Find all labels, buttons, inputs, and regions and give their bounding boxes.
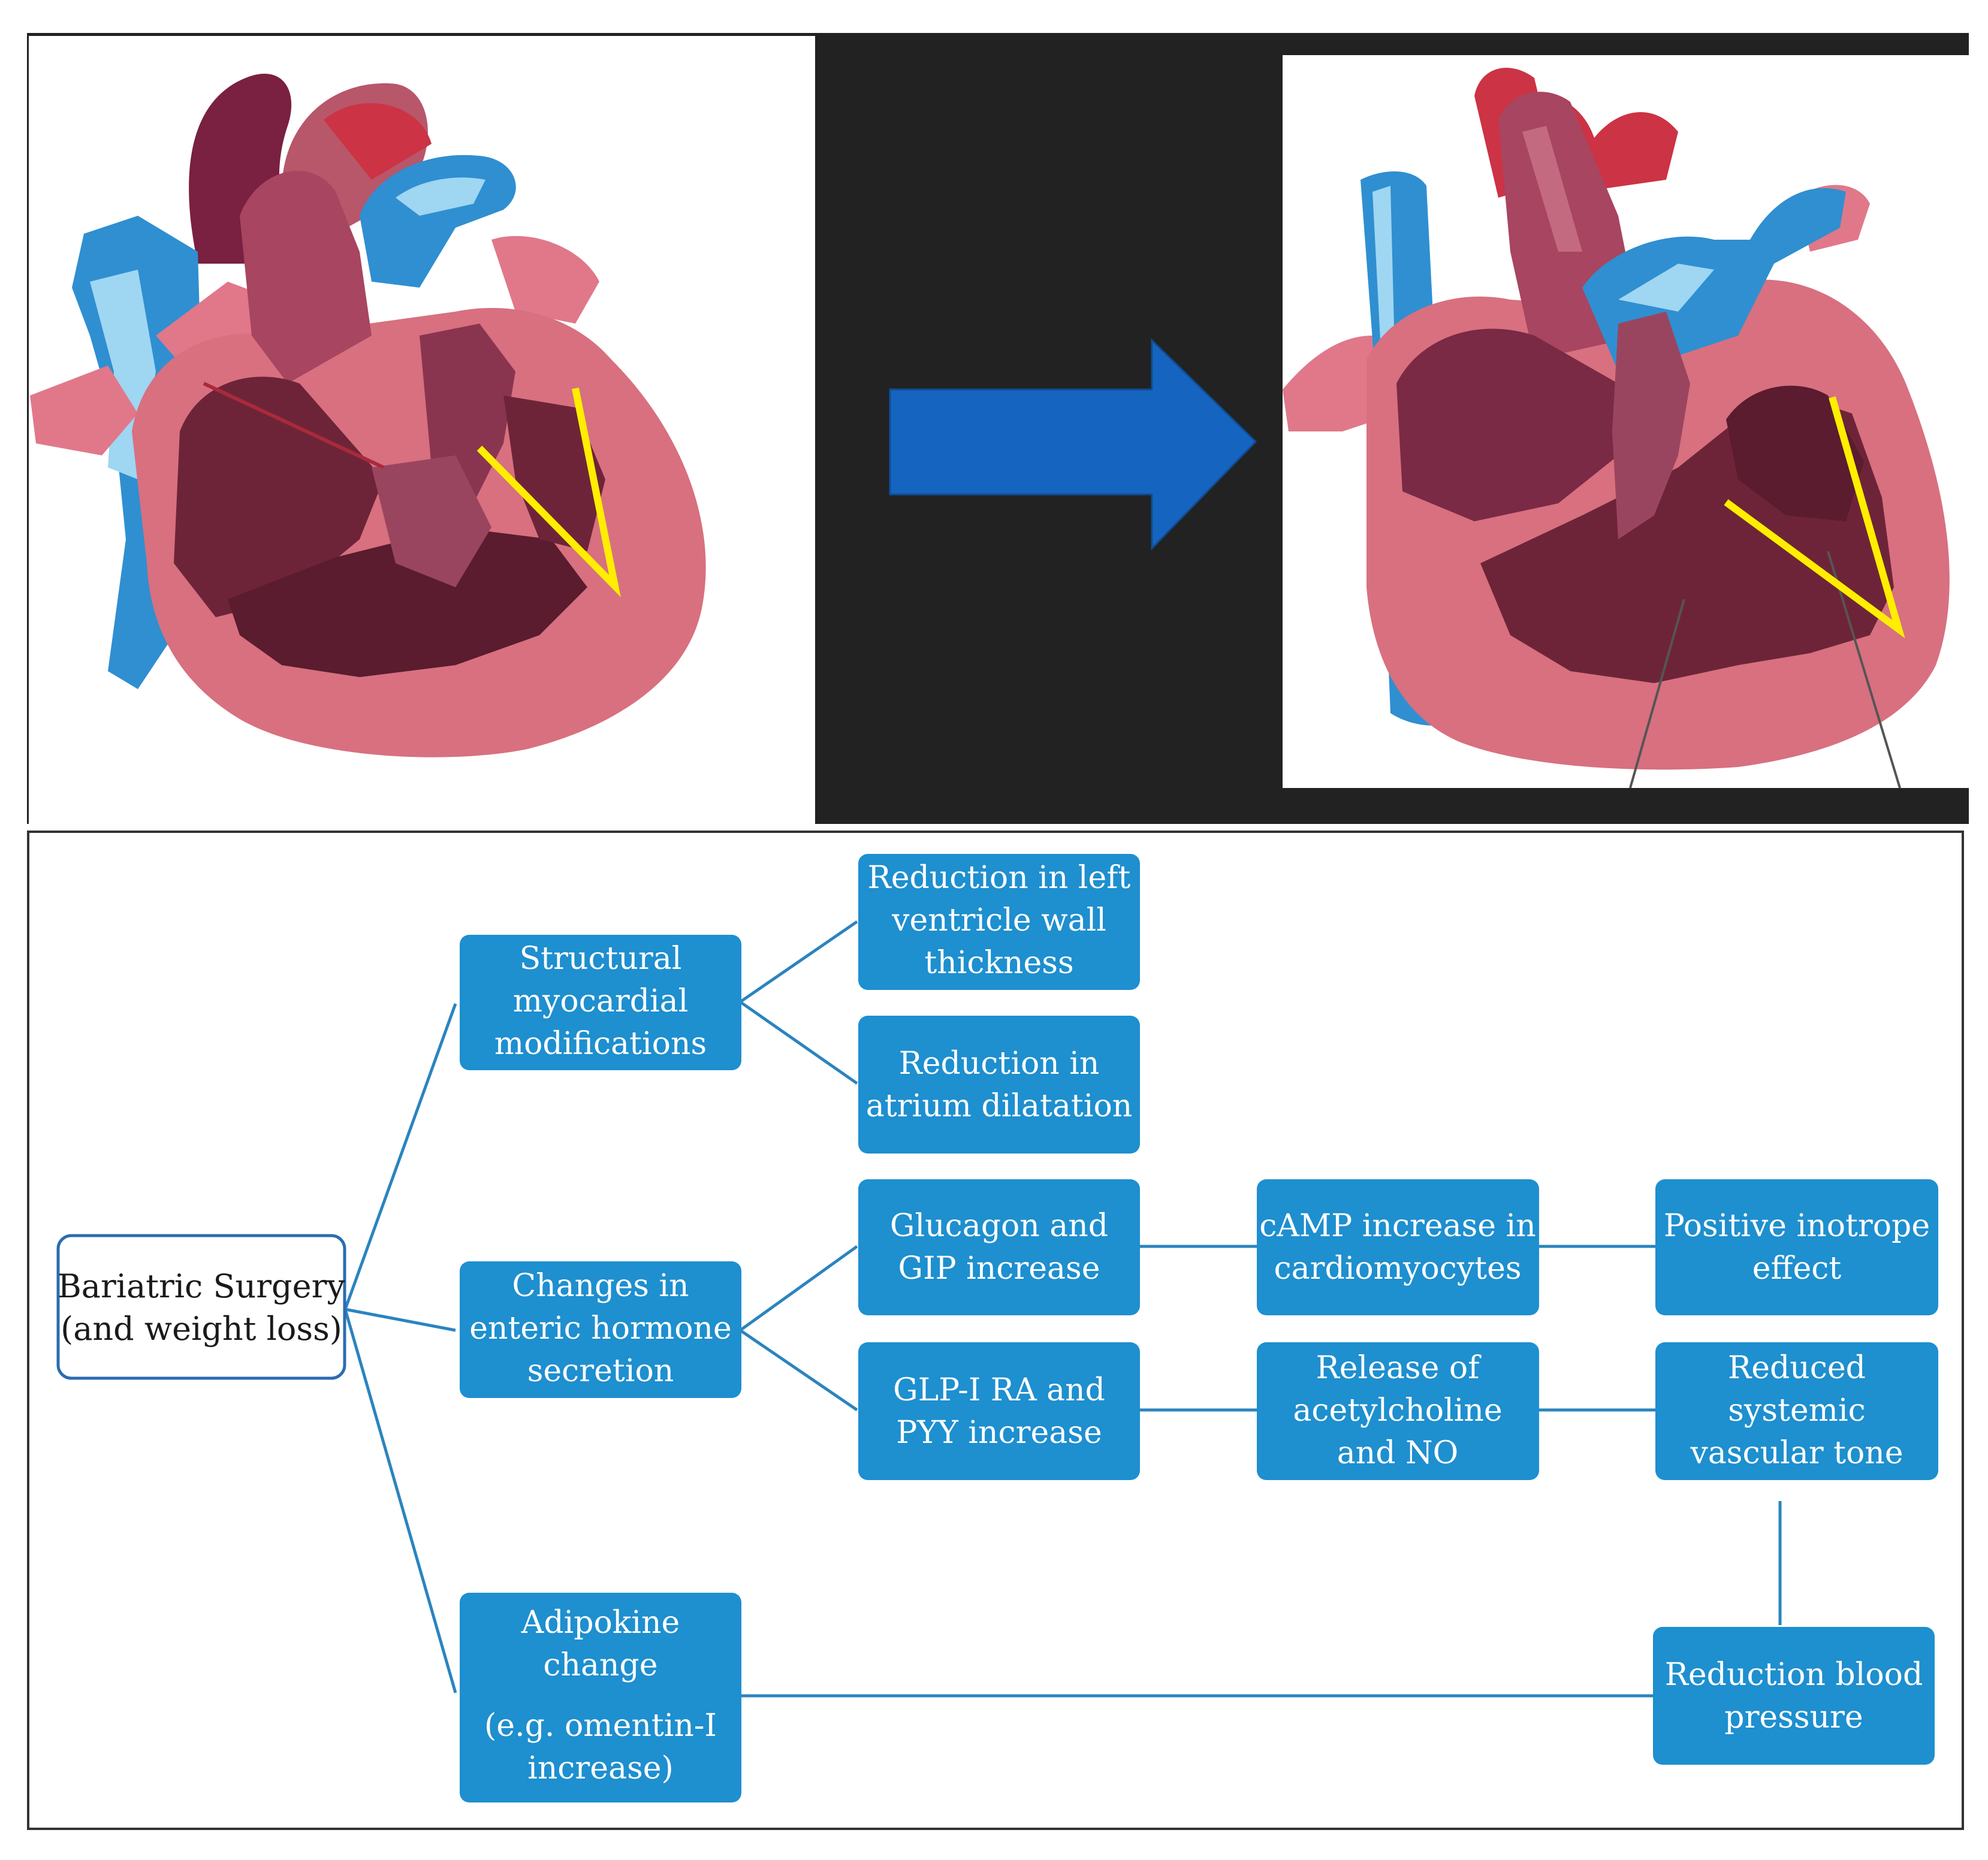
right-arrow-icon bbox=[889, 338, 1257, 551]
adipokine-node-line: (e.g. omentin-I bbox=[484, 1708, 717, 1744]
inotrope-node: Positive inotrope effect bbox=[1655, 1179, 1938, 1315]
glp-node-line: GLP-I RA and bbox=[893, 1372, 1105, 1408]
adipokine-node: Adipokine change (e.g. omentin-I increas… bbox=[460, 1593, 741, 1802]
inotrope-node-line: effect bbox=[1752, 1251, 1842, 1287]
root-node: Bariatric Surgery (and weight loss) bbox=[56, 1234, 346, 1380]
connector-enteric-glucagon bbox=[739, 1245, 858, 1332]
vascular-node: Reduced systemic vascular tone bbox=[1655, 1342, 1938, 1480]
enteric-node-line: secretion bbox=[527, 1353, 674, 1389]
connector-structural-lvwall bbox=[739, 920, 858, 1004]
bp-node-line: Reduction blood bbox=[1665, 1657, 1923, 1693]
root-node-line: (and weight loss) bbox=[61, 1310, 342, 1348]
adipokine-node-line: change bbox=[543, 1647, 657, 1683]
atrium-node: Reduction in atrium dilatation bbox=[858, 1016, 1140, 1154]
glucagon-node: Glucagon and GIP increase bbox=[858, 1179, 1140, 1315]
root-node-line: Bariatric Surgery bbox=[58, 1267, 345, 1305]
lv-wall-node-line: Reduction in left bbox=[868, 860, 1131, 896]
camp-node-line: cardiomyocytes bbox=[1274, 1251, 1521, 1287]
atrium-node-line: Reduction in bbox=[899, 1046, 1100, 1082]
enteric-node-line: Changes in bbox=[512, 1268, 689, 1304]
release-node: Release of acetylcholine and NO bbox=[1257, 1342, 1539, 1480]
connectors bbox=[343, 920, 1782, 1698]
camp-node: cAMP increase in cardiomyocytes bbox=[1257, 1179, 1539, 1315]
atrium-node-line: atrium dilatation bbox=[866, 1088, 1133, 1124]
camp-node-line: cAMP increase in bbox=[1259, 1208, 1536, 1244]
wall-thickness-marker bbox=[476, 387, 621, 597]
connector-root-structural bbox=[343, 1003, 457, 1310]
vascular-node-line: vascular tone bbox=[1690, 1435, 1903, 1471]
structural-node-line: myocardial bbox=[513, 983, 689, 1019]
adipokine-node-line: increase) bbox=[527, 1750, 674, 1786]
glucagon-node-line: GIP increase bbox=[898, 1251, 1100, 1287]
connector-root-adipokine bbox=[343, 1309, 457, 1693]
structural-node-line: Structural bbox=[520, 941, 682, 977]
release-node-line: Release of bbox=[1316, 1350, 1482, 1386]
top-panel bbox=[27, 33, 1969, 824]
lv-wall-node-line: thickness bbox=[924, 945, 1073, 981]
enteric-node-line: enteric hormone bbox=[469, 1311, 732, 1346]
wall-thickness-marker-after bbox=[1724, 396, 1905, 639]
connector-structural-atrium bbox=[739, 1000, 858, 1085]
inotrope-node-line: Positive inotrope bbox=[1664, 1208, 1930, 1244]
structural-node: Structural myocardial modifications bbox=[460, 935, 741, 1070]
heart-thin-wall-icon bbox=[1283, 68, 1950, 789]
vascular-node-line: Reduced bbox=[1728, 1350, 1866, 1386]
structural-node-line: modifications bbox=[494, 1026, 707, 1062]
release-node-line: acetylcholine bbox=[1293, 1393, 1502, 1429]
glp-node-line: PYY increase bbox=[896, 1415, 1102, 1451]
bp-node: Reduction blood pressure bbox=[1653, 1627, 1935, 1765]
release-node-line: and NO bbox=[1337, 1435, 1458, 1471]
glp-node: GLP-I RA and PYY increase bbox=[858, 1342, 1140, 1480]
glucagon-node-line: Glucagon and bbox=[890, 1208, 1108, 1244]
lv-wall-node-line: ventricle wall bbox=[891, 902, 1106, 938]
connector-enteric-glp bbox=[739, 1328, 858, 1412]
lv-wall-node: Reduction in left ventricle wall thickne… bbox=[858, 854, 1140, 990]
bp-node-line: pressure bbox=[1724, 1699, 1863, 1735]
vascular-node-line: systemic bbox=[1728, 1393, 1865, 1429]
adipokine-node-line: Adipokine bbox=[521, 1605, 680, 1641]
connector-root-enteric bbox=[345, 1308, 456, 1332]
heart-thick-wall-icon bbox=[30, 73, 706, 757]
enteric-node: Changes in enteric hormone secretion bbox=[460, 1261, 741, 1398]
